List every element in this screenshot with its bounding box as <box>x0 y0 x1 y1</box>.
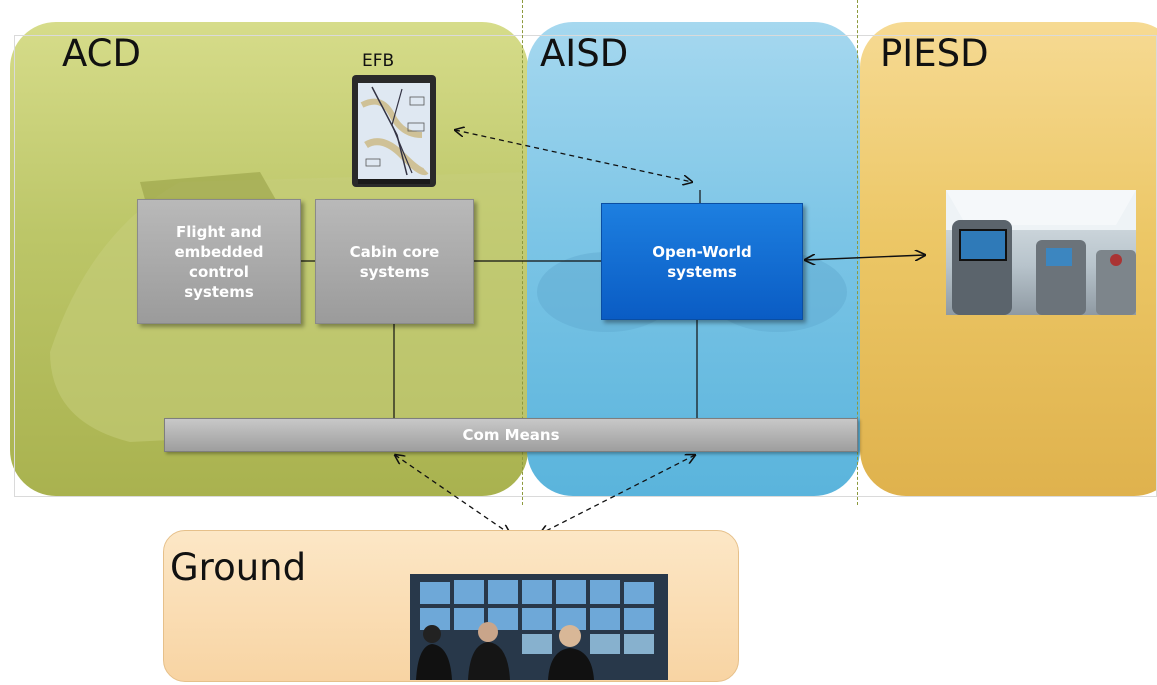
boundary-line-left <box>522 0 523 505</box>
aisd-label: AISD <box>540 32 629 75</box>
efb-tablet-image <box>352 75 436 187</box>
flight-control-systems-box[interactable]: Flight and embedded control systems <box>137 199 301 324</box>
ground-label: Ground <box>170 546 307 589</box>
open-world-systems-box[interactable]: Open-World systems <box>601 203 803 320</box>
cabin-core-systems-box[interactable]: Cabin core systems <box>315 199 474 324</box>
acd-label: ACD <box>62 32 141 75</box>
efb-label: EFB <box>362 51 395 71</box>
ground-control-room-image <box>410 574 668 680</box>
com-means-bus[interactable]: Com Means <box>164 418 858 452</box>
passenger-cabin-image <box>946 190 1136 315</box>
piesd-label: PIESD <box>880 32 989 75</box>
